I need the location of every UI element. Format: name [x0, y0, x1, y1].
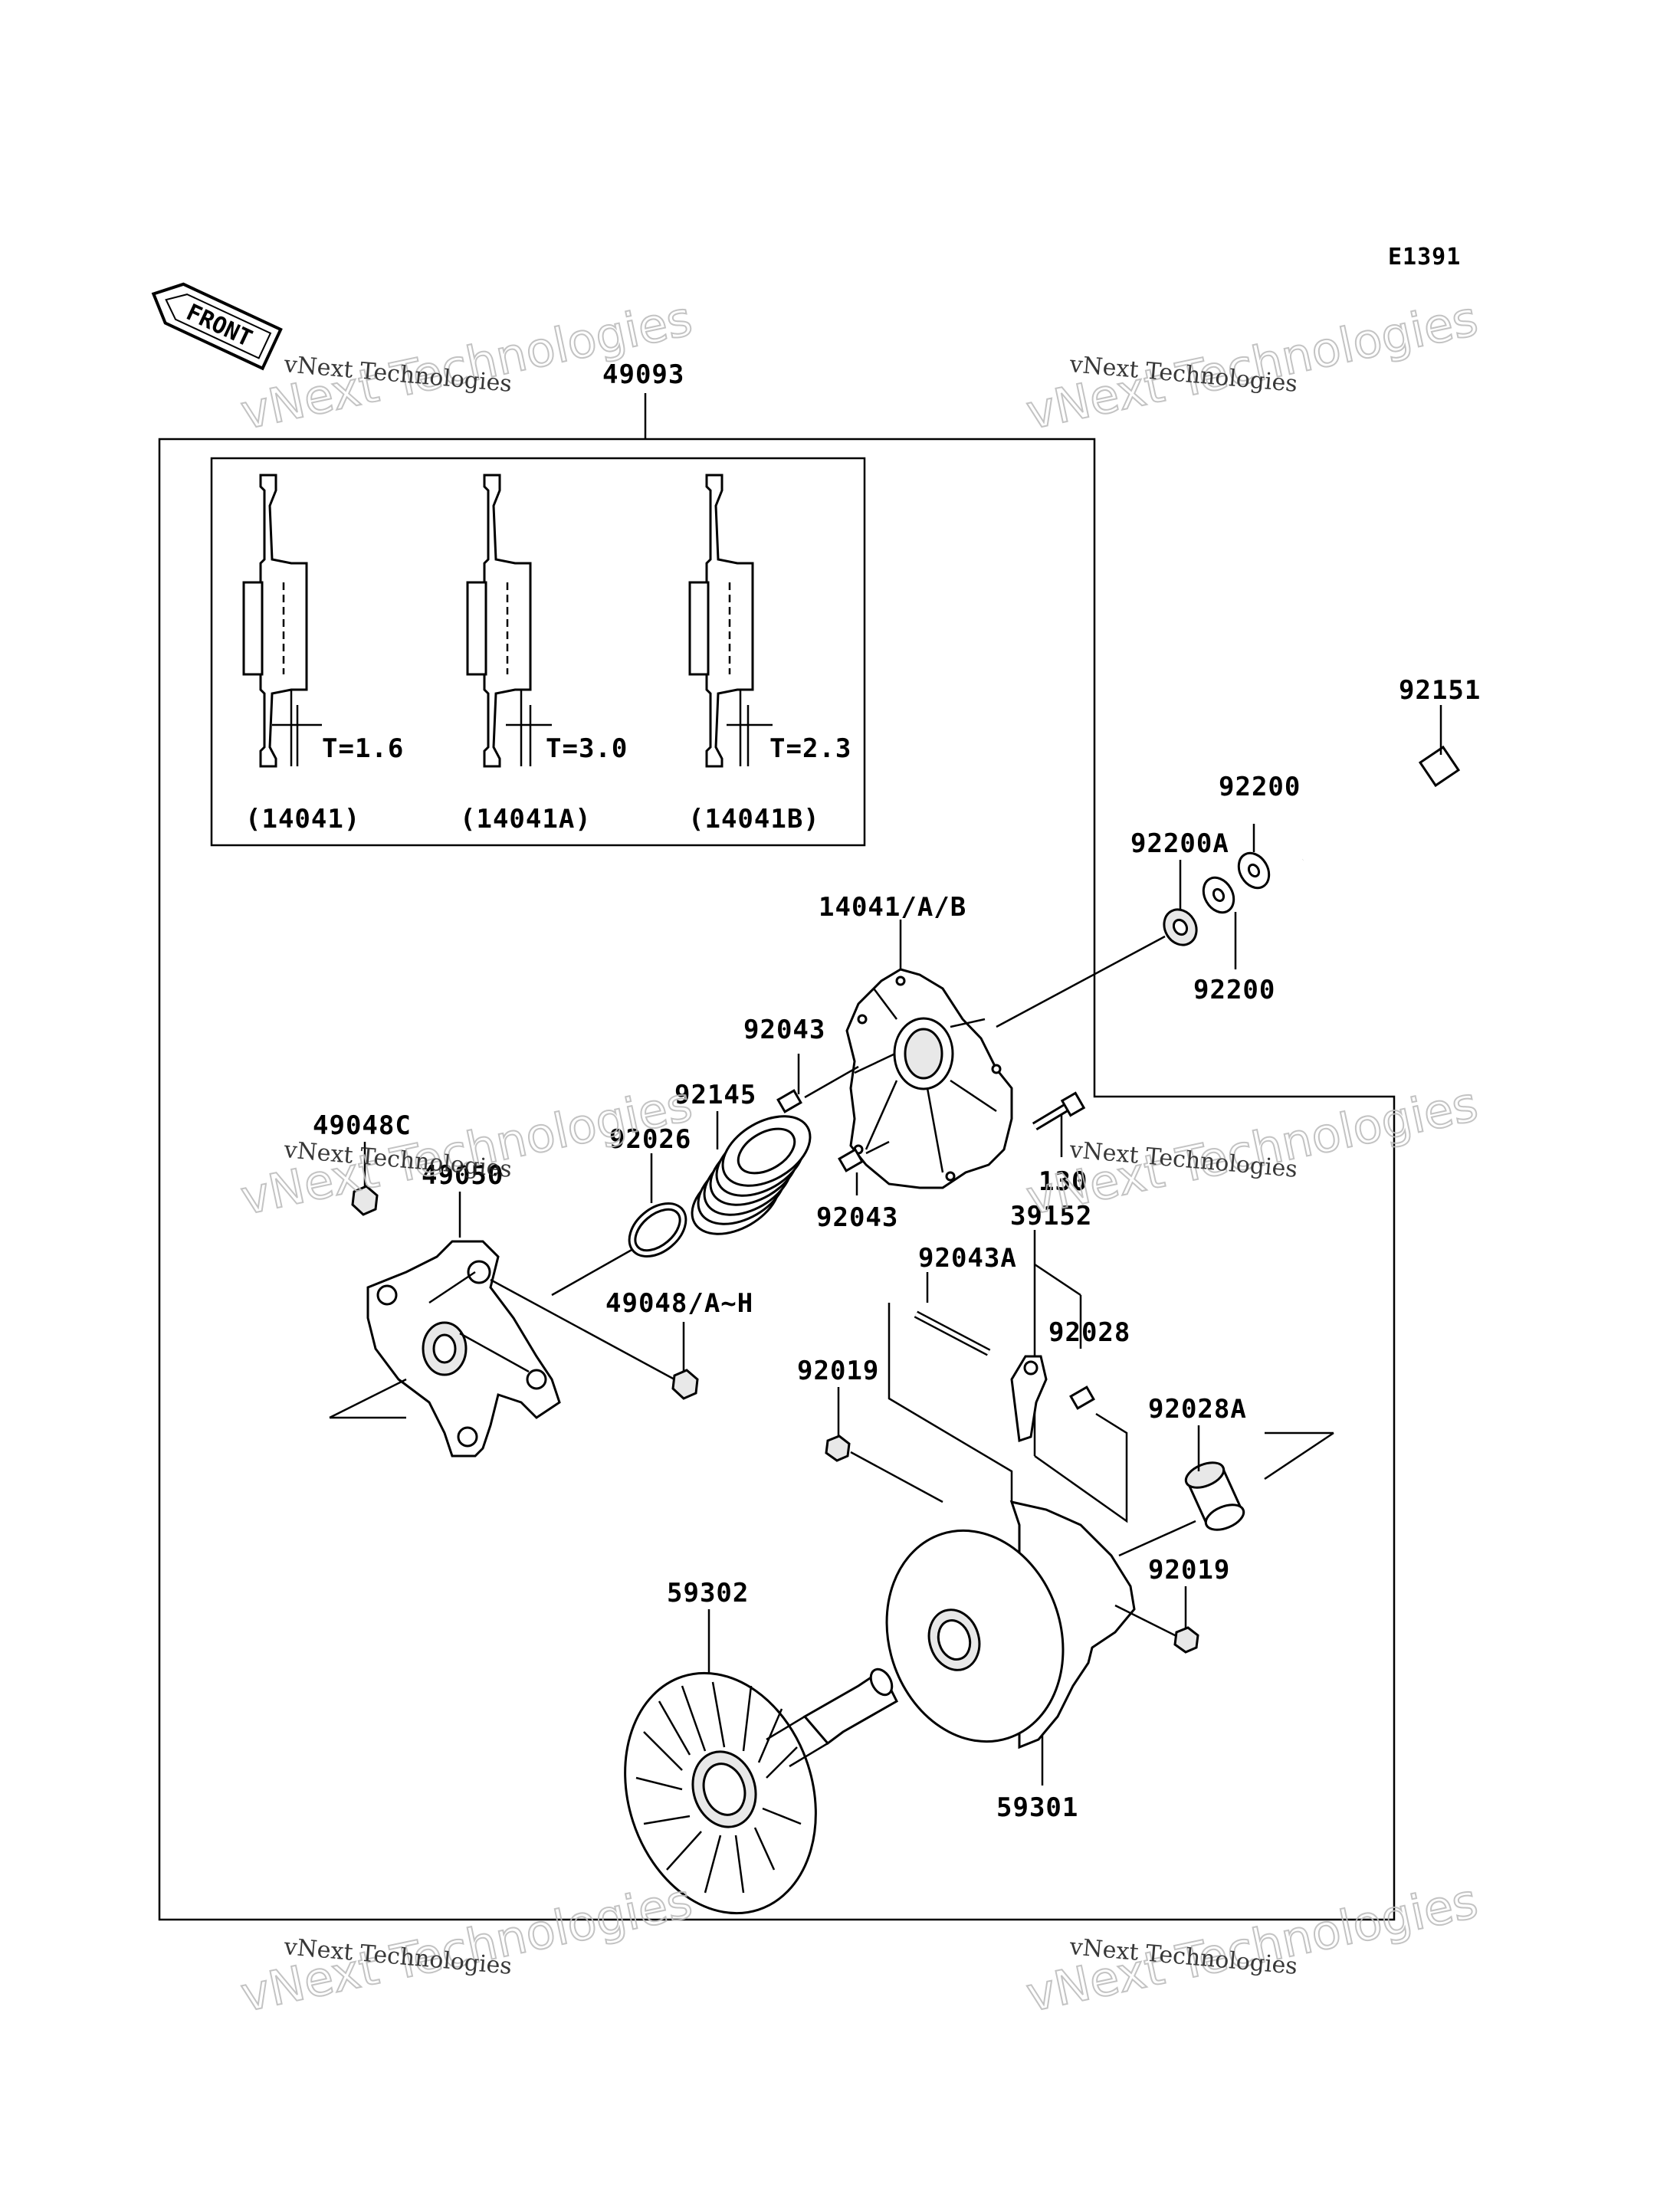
diagram-code: E1391: [1388, 244, 1461, 271]
part-92151-bolt: [1301, 745, 1461, 863]
label-39152: 39152: [1010, 1201, 1092, 1231]
part-92043-pin-bottom: [838, 1148, 864, 1172]
inset-box: [210, 457, 866, 847]
part-59302-fixed-sheave: [624, 1667, 898, 1915]
label-92151: 92151: [1399, 675, 1481, 706]
label-92200-bottom: 92200: [1193, 975, 1275, 1005]
inset-code-3: (14041B): [688, 804, 820, 835]
label-92028: 92028: [1048, 1317, 1130, 1348]
inset-thickness-1: T=1.6: [322, 733, 404, 764]
part-49050-spider: [366, 1240, 561, 1458]
label-59301: 59301: [996, 1792, 1078, 1823]
label-92145: 92145: [674, 1080, 756, 1110]
label-59302: 59302: [667, 1578, 749, 1608]
part-130-bolt: [1032, 1091, 1086, 1131]
part-92043-pin-top: [776, 1089, 802, 1113]
inset-plate-2: [466, 474, 532, 768]
inset-thickness-3: T=2.3: [769, 733, 851, 764]
part-92026-ring: [628, 1202, 687, 1258]
label-92043a: 92043A: [918, 1243, 1017, 1274]
watermark-top-right: vNext Technologies vNext Technologies: [1021, 290, 1483, 441]
label-92043-bottom: 92043: [816, 1202, 898, 1233]
label-49093: 49093: [602, 359, 684, 390]
main-outline: [158, 438, 1396, 1921]
label-92019-left: 92019: [797, 1356, 879, 1386]
label-92043-top: 92043: [743, 1015, 825, 1045]
label-92200-top: 92200: [1219, 772, 1301, 802]
inset-plate-3: [688, 474, 754, 768]
watermark-bottom-left: vNext Technologies vNext Technologies: [235, 1872, 697, 2024]
label-130: 130: [1039, 1166, 1088, 1197]
part-59301-sheave: [885, 1500, 1136, 1749]
part-92028a-bushing: [1184, 1461, 1245, 1531]
inset-code-2: (14041A): [460, 804, 592, 835]
inset-thickness-2: T=3.0: [546, 733, 628, 764]
part-49048-nut: [671, 1369, 699, 1400]
part-92019-nut-right: [1173, 1626, 1199, 1654]
label-14041ab: 14041/A/B: [819, 892, 966, 923]
part-92145-spring: [691, 1115, 812, 1235]
inset-plate-1: [242, 474, 308, 768]
part-weight-arm: [1010, 1355, 1048, 1443]
part-49048c-nut: [351, 1185, 379, 1216]
watermark-mid-right: vNext Technologies vNext Technologies: [1021, 1075, 1483, 1227]
label-92026: 92026: [609, 1124, 691, 1155]
part-92019-nut-left: [825, 1435, 851, 1462]
label-49050: 49050: [422, 1160, 504, 1191]
watermark-bottom-right: vNext Technologies vNext Technologies: [1021, 1872, 1483, 2024]
label-92019-right: 92019: [1148, 1555, 1230, 1585]
label-92028a: 92028A: [1148, 1394, 1247, 1425]
label-92200a: 92200A: [1130, 828, 1229, 859]
label-49048c: 49048C: [313, 1110, 412, 1141]
label-49048ah: 49048/A~H: [605, 1288, 753, 1319]
front-arrow-icon: FRONT: [151, 282, 283, 371]
inset-code-1: (14041): [245, 804, 360, 835]
part-14041-cover: [845, 968, 1013, 1189]
part-92028-pin: [1069, 1385, 1095, 1410]
